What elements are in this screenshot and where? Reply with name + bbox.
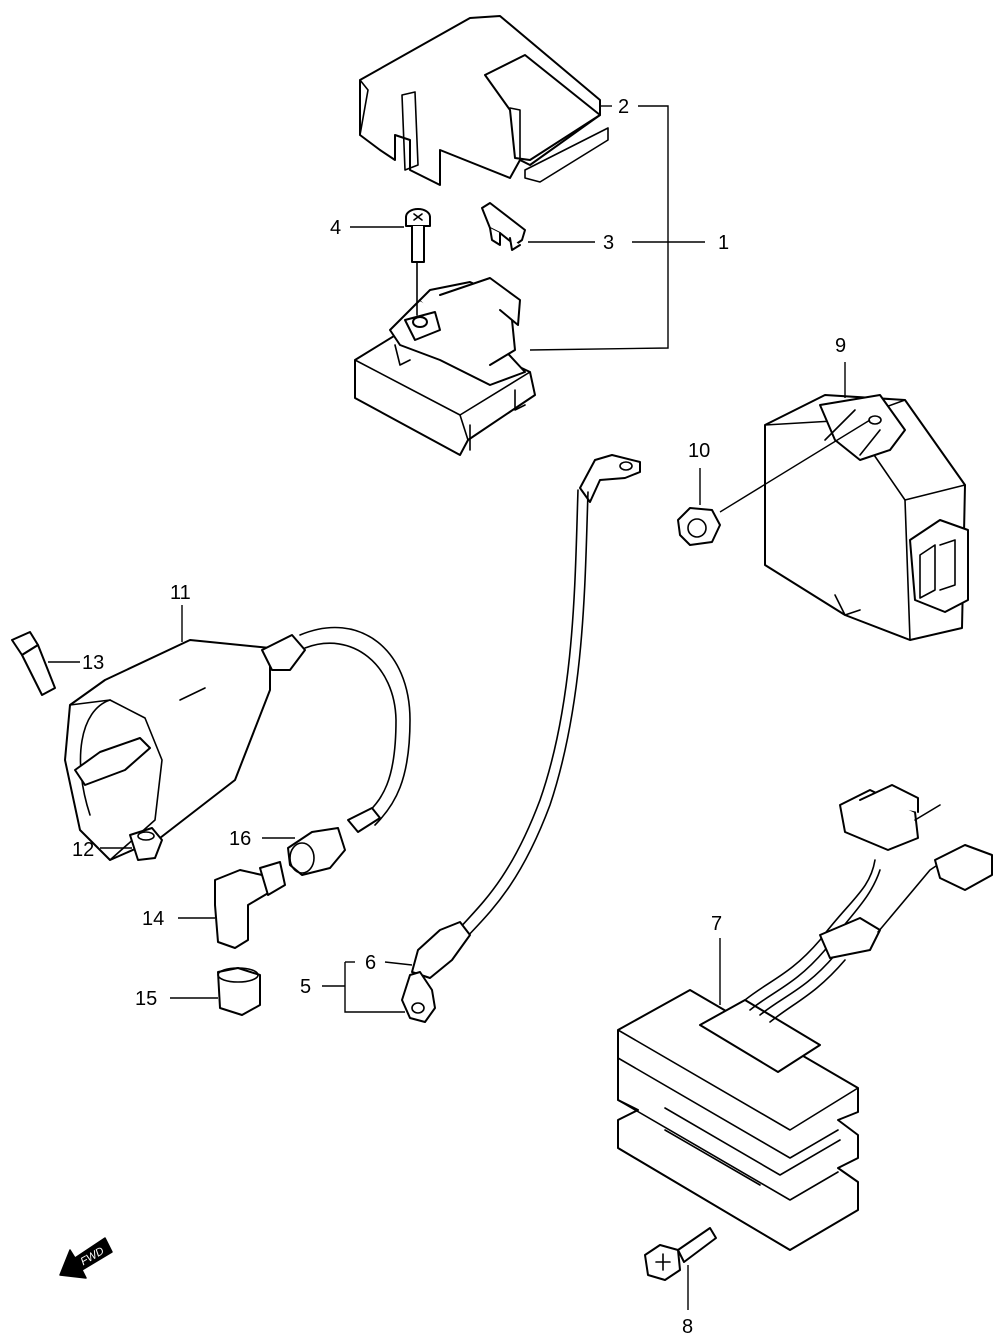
callout-5: 5 [300, 976, 311, 998]
callout-13: 13 [82, 652, 104, 674]
callout-3: 3 [603, 232, 614, 254]
plug-cap [178, 861, 286, 949]
bolt-13 [11, 631, 80, 696]
callout-7: 7 [711, 913, 722, 935]
relay-cover [359, 15, 609, 186]
callout-6: 6 [365, 952, 376, 974]
callout-4: 4 [330, 217, 341, 239]
seal-16 [262, 827, 346, 876]
callout-bracket-1 [350, 105, 705, 351]
callout-labels: 1 2 3 4 5 6 7 8 9 10 11 12 13 14 15 16 [72, 96, 846, 1338]
callout-2: 2 [618, 96, 629, 118]
fuse [481, 202, 526, 251]
regulator-rectifier [617, 784, 993, 1251]
cap-12 [100, 827, 163, 861]
callout-8: 8 [682, 1316, 693, 1338]
ignition-coil [64, 605, 411, 861]
callout-14: 14 [142, 908, 164, 930]
screw-4 [405, 208, 431, 263]
callout-16: 16 [229, 828, 251, 850]
ground-wire [322, 454, 641, 1023]
igniter-unit [719, 362, 969, 641]
callout-10: 10 [688, 440, 710, 462]
cap-15 [170, 967, 261, 1016]
nut-10 [677, 468, 721, 546]
callout-1: 1 [718, 232, 729, 254]
starter-relay [354, 261, 536, 456]
callout-9: 9 [835, 335, 846, 357]
fwd-label: FWD [79, 1245, 107, 1268]
bolt-8 [644, 1227, 717, 1310]
callout-12: 12 [72, 839, 94, 861]
fwd-arrow: FWD [59, 1237, 113, 1279]
callout-15: 15 [135, 988, 157, 1010]
callout-11: 11 [170, 582, 191, 604]
